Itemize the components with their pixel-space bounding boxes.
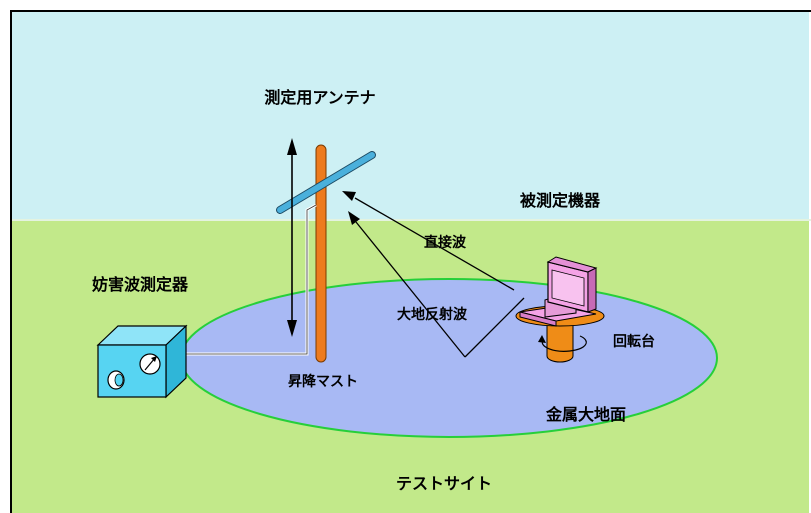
label-interference-meter: 妨害波測定器 [91, 275, 189, 294]
label-antenna: 測定用アンテナ [264, 88, 375, 107]
metal-ground-plane [180, 278, 718, 438]
antenna-cable-edge [184, 204, 317, 355]
antenna-rod [277, 152, 375, 213]
mast-pole [315, 144, 327, 363]
ground-reflected-wave-arrow [348, 211, 525, 358]
label-turntable: 回転台 [613, 333, 655, 350]
label-direct-wave: 直接波 [424, 234, 467, 251]
sky-area [12, 12, 809, 220]
label-metal-ground-plane: 金属大地面 [545, 405, 626, 424]
label-device-under-test: 被測定機器 [520, 191, 601, 210]
frame-border [10, 10, 811, 513]
label-test-site: テストサイト [396, 474, 492, 493]
direct-wave-arrow [342, 191, 515, 291]
label-ground-reflected-wave: 大地反射波 [397, 306, 468, 323]
device-under-test [519, 256, 598, 327]
label-mast: 昇降マスト [288, 373, 358, 390]
height-adjust-arrow [287, 138, 297, 337]
rotation-arrow [541, 335, 587, 352]
interference-meter [96, 324, 188, 399]
